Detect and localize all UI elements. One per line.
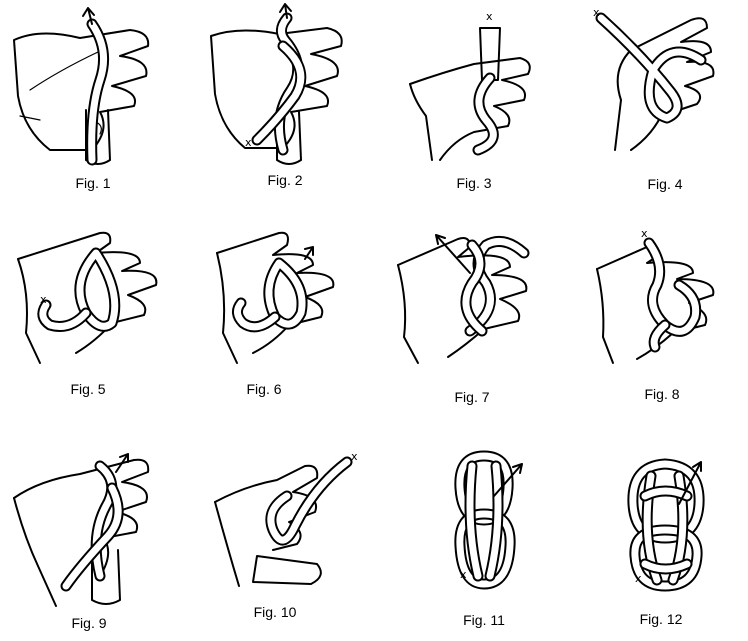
svg-text:x: x [486,10,493,23]
figure-12-panel: x Fig. 12 [561,426,748,639]
figure-9-illustration [13,453,150,607]
figure-7-caption: Fig. 7 [454,389,490,405]
svg-text:x: x [635,572,642,585]
svg-text:x: x [641,227,648,240]
figure-12-caption: Fig. 12 [639,611,683,627]
figure-6-panel: Fig. 6 [187,213,374,426]
figure-7-illustration [397,234,530,364]
figure-3-panel: x Fig. 3 [374,0,561,213]
figure-10-illustration: x [214,450,358,587]
figure-4-caption: Fig. 4 [647,176,683,192]
figure-12-illustration: x [627,458,705,592]
figure-8-caption: Fig. 8 [644,386,680,402]
figure-3-caption: Fig. 3 [456,175,492,191]
figure-2-caption: Fig. 2 [267,172,303,188]
figure-5-caption: Fig. 5 [70,381,106,397]
figure-6-illustration [216,231,335,364]
figure-2-panel: x Fig. 2 [187,0,374,213]
figure-10-caption: Fig. 10 [253,604,297,620]
figure-8-illustration: x [596,227,715,364]
figure-5-illustration: x [17,231,158,364]
svg-text:x: x [40,293,47,306]
figure-6-caption: Fig. 6 [246,381,282,397]
figure-9-caption: Fig. 9 [71,615,107,631]
figure-3-illustration: x [409,10,531,161]
figure-1-caption: Fig. 1 [75,175,111,191]
figure-2-illustration: x [210,3,343,165]
figure-11-caption: Fig. 11 [463,612,505,628]
figure-8-panel: x Fig. 8 [561,213,748,426]
figure-5-panel: x Fig. 5 [0,213,187,426]
figure-7-panel: Fig. 7 [374,213,561,426]
svg-text:x: x [351,450,358,463]
figure-10-panel: x Fig. 10 [187,426,374,639]
svg-text:x: x [245,136,252,149]
figure-4-illustration: x [593,6,715,151]
figure-11-illustration: x [454,450,523,590]
svg-text:x: x [460,568,467,581]
figure-1-panel: Fig. 1 [0,0,187,213]
figure-9-panel: Fig. 9 [0,426,187,639]
svg-text:x: x [593,6,600,19]
figure-11-panel: x Fig. 11 [374,426,561,639]
figure-1-illustration [13,7,150,166]
figure-4-panel: x Fig. 4 [561,0,748,213]
